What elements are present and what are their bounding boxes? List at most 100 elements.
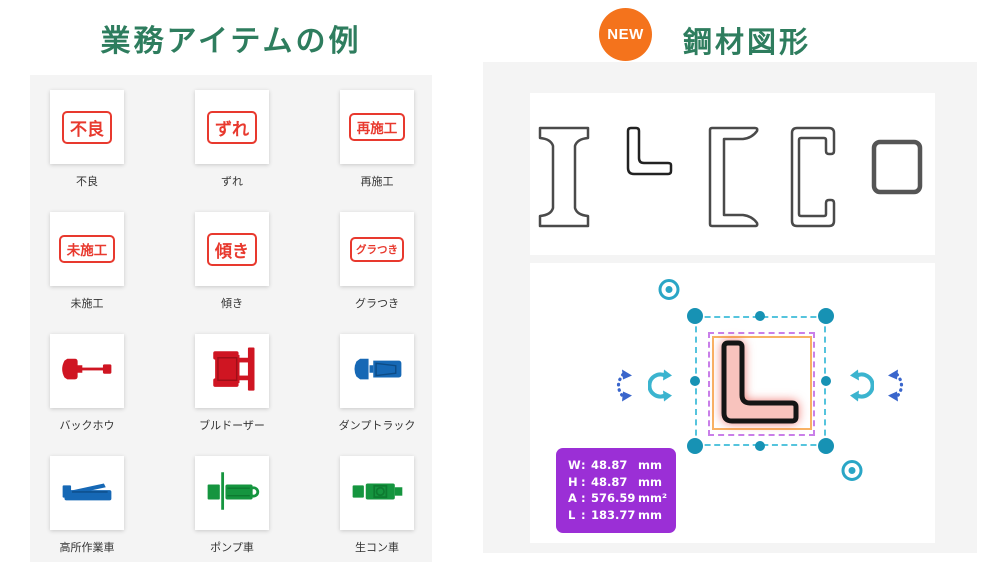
measurement-row-area: A : 576.59 mm²	[568, 490, 676, 507]
measure-key: L	[568, 507, 576, 522]
measure-value: 48.87	[591, 474, 628, 489]
item-label: ブルドーザー	[199, 420, 265, 432]
item-label: バックホウ	[59, 420, 115, 432]
measure-unit: mm²	[638, 491, 668, 505]
measure-sep: :	[581, 474, 586, 489]
right-section-title: 鋼材図形	[683, 27, 812, 59]
measure-unit: mm	[638, 458, 662, 472]
selection-handle-top-left[interactable]	[687, 308, 703, 324]
rotate-right-icon[interactable]	[850, 369, 875, 407]
stamp-item-guratsuki[interactable]: グラつき	[340, 212, 414, 286]
backhoe-topview-icon	[57, 339, 117, 404]
stamp-katamuki: 傾き	[207, 232, 257, 266]
measure-unit: mm	[638, 507, 662, 522]
list-item: 高所作業車	[50, 456, 124, 578]
list-item: 不良 不良	[50, 90, 124, 212]
measure-key: H	[568, 474, 578, 489]
measurement-row-height: H : 48.87 mm	[568, 474, 676, 491]
measure-value: 576.59	[591, 491, 636, 505]
item-label: グラつき	[355, 298, 399, 310]
angle-steel-icon[interactable]	[622, 125, 674, 177]
measurement-info-box: W : 48.87 mm H : 48.87 mm A : 576.59 mm²	[556, 448, 676, 533]
business-items-panel: 不良 不良 ずれ ずれ 再施工 再施工 未施工 未施工	[30, 75, 432, 562]
measurement-row-width: W : 48.87 mm	[568, 457, 676, 474]
rotate-left-icon[interactable]	[647, 369, 672, 407]
measurement-row-length: L : 183.77 mm	[568, 507, 676, 524]
snap-point-icon[interactable]	[840, 459, 864, 488]
item-label: 再施工	[360, 176, 394, 188]
item-label: 不良	[76, 176, 98, 188]
steel-shape-editor-card: W : 48.87 mm H : 48.87 mm A : 576.59 mm²	[530, 263, 935, 543]
stamp-item-katamuki[interactable]: 傾き	[195, 212, 269, 286]
stamp-item-furyo[interactable]: 不良	[50, 90, 124, 164]
aerial-work-vehicle-topview-icon	[57, 461, 117, 526]
selection-handle-bottom-left[interactable]	[687, 438, 703, 454]
vehicle-item-pump-truck[interactable]	[195, 456, 269, 530]
selection-handle-bottom-center[interactable]	[755, 441, 765, 451]
list-item: 生コン車	[340, 456, 414, 578]
mixer-truck-topview-icon	[347, 461, 407, 526]
flip-right-icon[interactable]	[887, 369, 909, 407]
list-item: バックホウ	[50, 334, 124, 456]
selection-box[interactable]	[695, 316, 826, 446]
list-item: グラつき グラつき	[340, 212, 414, 334]
list-item: ダンプトラック	[338, 334, 416, 456]
measure-value: 48.87	[591, 458, 628, 472]
stamp-item-misekou[interactable]: 未施工	[50, 212, 124, 286]
vehicle-item-bulldozer[interactable]	[195, 334, 269, 408]
item-label: ダンプトラック	[338, 420, 416, 432]
bounding-guide-orange	[712, 336, 812, 430]
channel-steel-icon[interactable]	[707, 125, 761, 229]
measure-sep: :	[581, 458, 586, 472]
list-item: 再施工 再施工	[340, 90, 414, 212]
item-label: 未施工	[70, 298, 104, 310]
square-pipe-icon[interactable]	[870, 138, 924, 196]
stamp-saisekou: 再施工	[348, 113, 406, 141]
measure-key: W	[568, 458, 581, 472]
vehicle-item-dump-truck[interactable]	[340, 334, 414, 408]
item-label: 高所作業車	[59, 542, 115, 554]
list-item: ブルドーザー	[195, 334, 269, 456]
vehicle-item-backhoe[interactable]	[50, 334, 124, 408]
lip-channel-icon[interactable]	[785, 125, 837, 229]
selection-handle-top-center[interactable]	[755, 311, 765, 321]
item-label: ポンプ車	[210, 542, 254, 554]
measure-value: 183.77	[591, 507, 636, 522]
stamp-guratsuki: グラつき	[350, 236, 404, 262]
pump-truck-topview-icon	[202, 461, 262, 526]
stamp-item-zure[interactable]: ずれ	[195, 90, 269, 164]
selected-angle-steel-shape[interactable]	[716, 339, 806, 434]
selection-handle-middle-left[interactable]	[690, 376, 700, 386]
snap-point-icon[interactable]	[657, 278, 681, 307]
stamp-item-saisekou[interactable]: 再施工	[340, 90, 414, 164]
new-badge: NEW	[599, 8, 652, 61]
vehicle-item-mixer-truck[interactable]	[340, 456, 414, 530]
bounding-guide-purple	[708, 332, 815, 436]
steel-shape-gallery-card	[530, 93, 935, 255]
business-items-grid: 不良 不良 ずれ ずれ 再施工 再施工 未施工 未施工	[50, 90, 416, 578]
selection-handle-top-right[interactable]	[818, 308, 834, 324]
stamp-misekou: 未施工	[58, 235, 116, 263]
list-item: 傾き 傾き	[195, 212, 269, 334]
flip-left-icon[interactable]	[611, 369, 633, 407]
measure-key: A	[568, 491, 577, 505]
list-item: ずれ ずれ	[195, 90, 269, 212]
item-label: ずれ	[221, 176, 243, 188]
vehicle-item-aerial-work[interactable]	[50, 456, 124, 530]
steel-shapes-panel: W : 48.87 mm H : 48.87 mm A : 576.59 mm²	[483, 62, 977, 553]
selection-handle-middle-right[interactable]	[821, 376, 831, 386]
dump-truck-topview-icon	[347, 339, 407, 404]
item-label: 傾き	[221, 298, 243, 310]
stamp-furyo: 不良	[62, 110, 112, 144]
bulldozer-topview-icon	[202, 339, 262, 404]
selection-handle-bottom-right[interactable]	[818, 438, 834, 454]
item-label: 生コン車	[355, 542, 399, 554]
left-section-title: 業務アイテムの例	[100, 25, 362, 58]
stamp-zure: ずれ	[207, 110, 257, 144]
i-beam-icon[interactable]	[537, 125, 591, 229]
measure-sep: :	[581, 491, 586, 505]
list-item: 未施工 未施工	[50, 212, 124, 334]
list-item: ポンプ車	[195, 456, 269, 578]
measure-sep: :	[581, 507, 586, 522]
